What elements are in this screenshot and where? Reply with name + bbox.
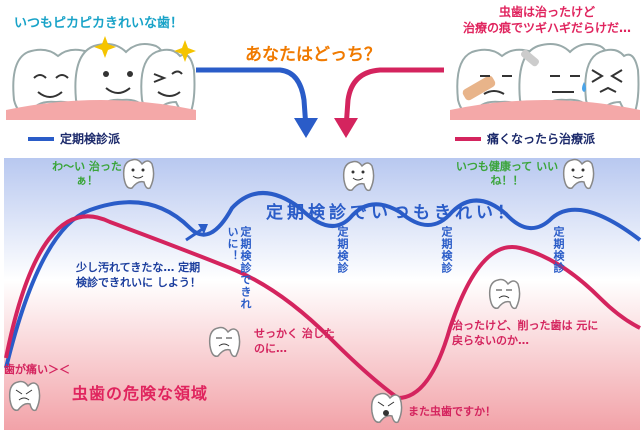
legend-red-label: 痛くなったら治療派: [487, 132, 596, 146]
decay-caption-line2: 治療の痕でツギハギだらけだ…: [462, 21, 631, 35]
legend-blue: 定期検診派: [28, 130, 120, 147]
worried-tooth-icon: [208, 326, 241, 358]
note-cavity-again: また虫歯ですか！: [408, 405, 496, 418]
note-always-healthy: いつも健康って いいね！！: [455, 160, 559, 187]
crying-tooth-icon: [8, 380, 41, 412]
checkup-label-3: 定期検診: [552, 226, 565, 274]
decay-caption: 虫歯は治ったけど 治療の痕でツギハギだらけだ…: [463, 4, 631, 36]
shocked-tooth-icon: [370, 392, 403, 424]
red-arrow-head: [334, 118, 358, 138]
sad-tooth-icon: [488, 278, 521, 310]
note-wasted: せっかく 治したのに…: [254, 327, 335, 355]
healthy-caption: いつもピカピカきれいな歯！: [14, 16, 184, 31]
cheering-tooth-icon: [342, 160, 375, 192]
checkup-arrow: [185, 226, 205, 242]
legend-red: 痛くなったら治療派: [455, 130, 595, 147]
note-dirty: 少し汚れてきたな… 定期検診できれいに しよう！: [76, 261, 201, 289]
blue-arrow-head: [294, 118, 318, 138]
checkup-clean-label: 定期検診できれいに！: [226, 226, 252, 310]
decayed-teeth-illustration: [450, 43, 640, 120]
red-arrow: [343, 67, 444, 129]
danger-zone-label: 虫歯の危険な領域: [72, 384, 209, 403]
question-heading: あなたはどっち？: [245, 45, 381, 65]
comparison-graph: [4, 158, 642, 430]
checkup-arrow-head: [198, 224, 208, 234]
smiling-tooth-icon: [562, 158, 595, 190]
decay-caption-line1: 虫歯は治ったけど: [498, 5, 595, 19]
checkup-label-2: 定期検診: [440, 226, 453, 274]
always-clean-label: 定期検診でいつもきれい！: [266, 203, 518, 223]
blue-line: [4, 191, 642, 369]
checkup-label-1: 定期検診: [336, 226, 349, 274]
note-not-back: 治ったけど、削った歯は 元に戻らないのか…: [452, 319, 599, 347]
legend-blue-swatch: [28, 136, 54, 141]
note-healed: わ〜い 治ったぁ！: [52, 160, 122, 187]
legend-blue-label: 定期検診派: [60, 132, 121, 146]
red-line: [4, 214, 641, 401]
happy-tooth-icon: [122, 158, 155, 190]
blue-arrow: [196, 67, 309, 129]
direction-arrows: [196, 67, 444, 138]
healthy-teeth-illustration: [6, 36, 196, 120]
legend-red-swatch: [455, 136, 481, 141]
note-toothache: 歯が痛い＞＜: [4, 363, 70, 376]
